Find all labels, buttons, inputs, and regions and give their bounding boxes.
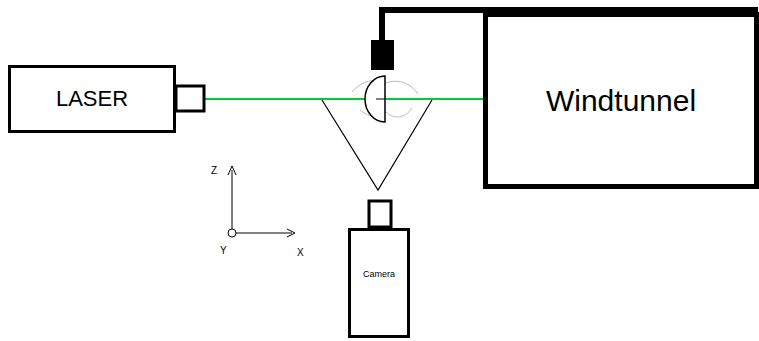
box-label: LASER (56, 86, 128, 112)
model-holder (371, 40, 394, 70)
laser-nozzle (176, 86, 204, 111)
z-axis (232, 170, 233, 229)
field-of-view (322, 100, 432, 190)
fov-top (322, 100, 432, 101)
model-line (376, 99, 385, 100)
beam-line (176, 98, 483, 100)
y-axis-origin (228, 229, 236, 237)
axis-label: Z (211, 166, 217, 176)
x-axis (236, 233, 292, 234)
component-box: LASER (8, 65, 176, 133)
axis-label: Y (220, 246, 227, 256)
component-box: Camera (348, 228, 410, 338)
box-label: Windtunnel (546, 84, 696, 118)
axis-label: X (297, 248, 304, 258)
laser-beam (176, 99, 483, 100)
x-arrow (287, 229, 295, 237)
component-box: Windtunnel (483, 12, 759, 189)
wing-model (365, 76, 385, 122)
z-arrow (228, 166, 236, 175)
box-label: Camera (363, 269, 395, 279)
camera-lens (369, 201, 391, 227)
